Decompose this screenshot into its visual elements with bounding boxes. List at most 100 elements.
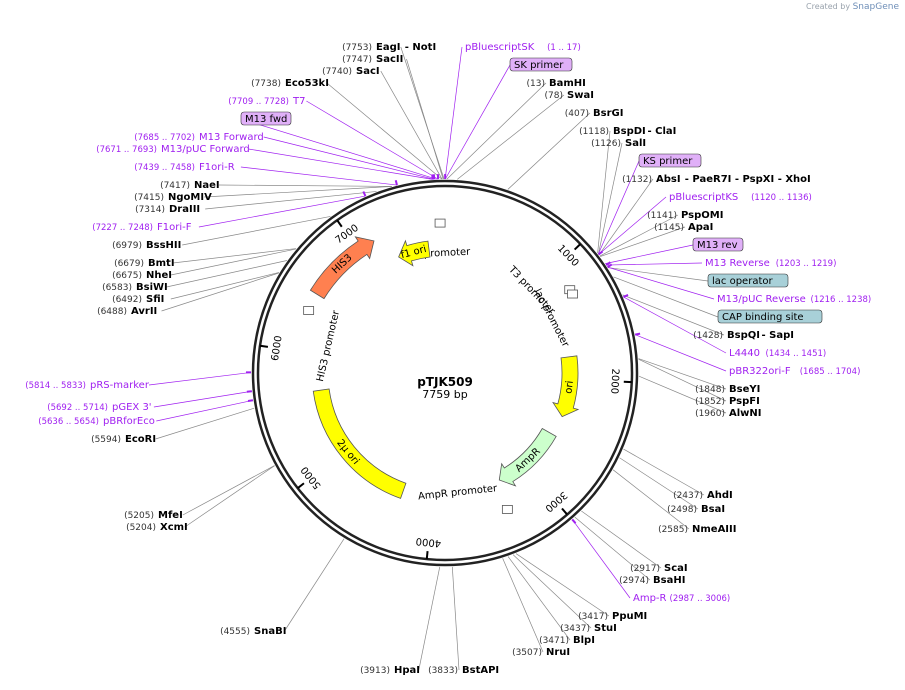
site-extra: - NotI <box>405 42 436 53</box>
site-position: (1145) <box>654 223 684 233</box>
primer-range: (7671 .. 7693) <box>96 145 157 155</box>
primer-name: F1ori-F <box>157 222 192 233</box>
site-name: PpuMI <box>612 611 647 622</box>
site-extra: - PaeR7I - PspXI - XhoI <box>685 174 811 185</box>
primer-leader-line <box>571 519 631 599</box>
tick-label: 2000 <box>608 368 620 394</box>
snapgene-credit: Created by SnapGene <box>806 2 899 12</box>
site-name: BsaHI <box>653 575 685 586</box>
primer-range: (7685 .. 7702) <box>134 133 195 143</box>
site-name: BsrGI <box>593 108 623 119</box>
site-name: MfeI <box>158 510 183 521</box>
site-name: EagI <box>376 42 400 53</box>
site-name: SwaI <box>567 90 594 101</box>
primer-name: L4440 <box>729 348 760 359</box>
credit-prefix: Created by <box>806 2 851 11</box>
primer-name: pGEX 3' <box>112 402 152 413</box>
primer-name: pBluescriptSK <box>465 42 535 53</box>
site-position: (6583) <box>102 283 132 293</box>
site-name: BssHII <box>146 240 181 251</box>
site-name: BlpI <box>573 635 595 646</box>
feature-label-ampr-promoter: AmpR promoter <box>418 483 499 502</box>
backbone-outer <box>251 179 639 567</box>
site-leader-line <box>574 516 651 581</box>
site-position: (3417) <box>578 612 608 622</box>
site-name: AhdI <box>707 490 733 501</box>
primer-name: KS primer <box>643 156 693 167</box>
site-name: NaeI <box>194 180 220 191</box>
feature-his3 <box>309 236 375 300</box>
primer-box <box>707 273 789 288</box>
site-name: SacI <box>356 66 380 77</box>
primer-name: pBluescriptKS <box>669 192 738 203</box>
site-leader-line <box>507 112 591 190</box>
site-leader-line <box>502 558 544 653</box>
primer-leader-line <box>635 334 727 372</box>
site-leader-line <box>581 510 662 569</box>
site-leader-line <box>507 556 571 641</box>
site-position: (3507) <box>512 648 542 658</box>
site-name: XcmI <box>160 522 188 533</box>
primer-name: F1ori-R <box>199 162 235 173</box>
primer-name: M13/pUC Forward <box>161 144 250 155</box>
site-position: (5204) <box>126 523 156 533</box>
site-position: (1141) <box>647 211 677 221</box>
site-leader-line <box>182 216 331 246</box>
site-position: (7753) <box>342 43 372 53</box>
primer-box <box>240 111 292 126</box>
primer-range: (5636 .. 5654) <box>38 417 99 427</box>
primer-mark <box>605 261 611 266</box>
site-leader-line <box>457 94 565 180</box>
site-position: (3471) <box>539 636 569 646</box>
site-leader-line <box>218 184 392 187</box>
site-name: BmtI <box>148 258 175 269</box>
site-leader-line <box>638 358 727 402</box>
primer-mark <box>607 263 613 268</box>
primer-mark <box>634 332 641 336</box>
primer-leader-line <box>156 399 254 422</box>
primer-box <box>692 237 744 252</box>
site-extra: - ClaI <box>648 126 677 137</box>
primer-range: (7439 .. 7458) <box>134 163 195 173</box>
feature-f1-ori <box>398 239 431 267</box>
site-position: (7747) <box>342 55 372 65</box>
feature-his3-promoter <box>303 306 315 315</box>
backbone-inner <box>256 184 634 562</box>
site-name: HpaI <box>394 665 420 676</box>
primer-leader-line <box>263 136 435 180</box>
primer-leader-line <box>607 266 715 300</box>
site-position: (7738) <box>251 79 281 89</box>
primer-name: pBRforEco <box>103 416 155 427</box>
site-position: (6675) <box>112 271 142 281</box>
site-leader-line <box>284 538 345 632</box>
primer-name: SK primer <box>514 60 564 71</box>
feature-2-ori <box>312 388 407 499</box>
site-leader-line <box>204 186 392 198</box>
site-name: ApaI <box>688 222 713 233</box>
primer-range: (5692 .. 5714) <box>47 403 108 413</box>
site-position: (1118) <box>579 127 609 137</box>
site-position: (6488) <box>97 307 127 317</box>
site-name: PspFI <box>729 396 760 407</box>
site-position: (7417) <box>160 181 190 191</box>
site-leader-line <box>451 566 460 671</box>
primer-mark <box>571 518 577 524</box>
site-leader-line <box>638 358 727 390</box>
site-name: BseYI <box>729 384 760 395</box>
site-position: (1428) <box>693 331 723 341</box>
site-name: BamHI <box>549 78 586 89</box>
site-position: (1126) <box>591 139 621 149</box>
primer-leader-line <box>597 160 640 255</box>
site-name: SnaBI <box>254 626 286 637</box>
site-leader-line <box>406 58 444 180</box>
site-name: DraIII <box>169 204 200 215</box>
primer-name: pRS-marker <box>90 380 150 391</box>
primer-leader-line <box>607 267 709 282</box>
site-name: EcoRI <box>125 434 156 445</box>
primer-name: CAP binding site <box>722 312 804 323</box>
site-position: (1852) <box>695 397 725 407</box>
primer-mark <box>362 191 367 197</box>
primer-name: Amp-R <box>633 593 667 604</box>
primer-box <box>509 57 573 72</box>
site-leader-line <box>326 82 442 180</box>
